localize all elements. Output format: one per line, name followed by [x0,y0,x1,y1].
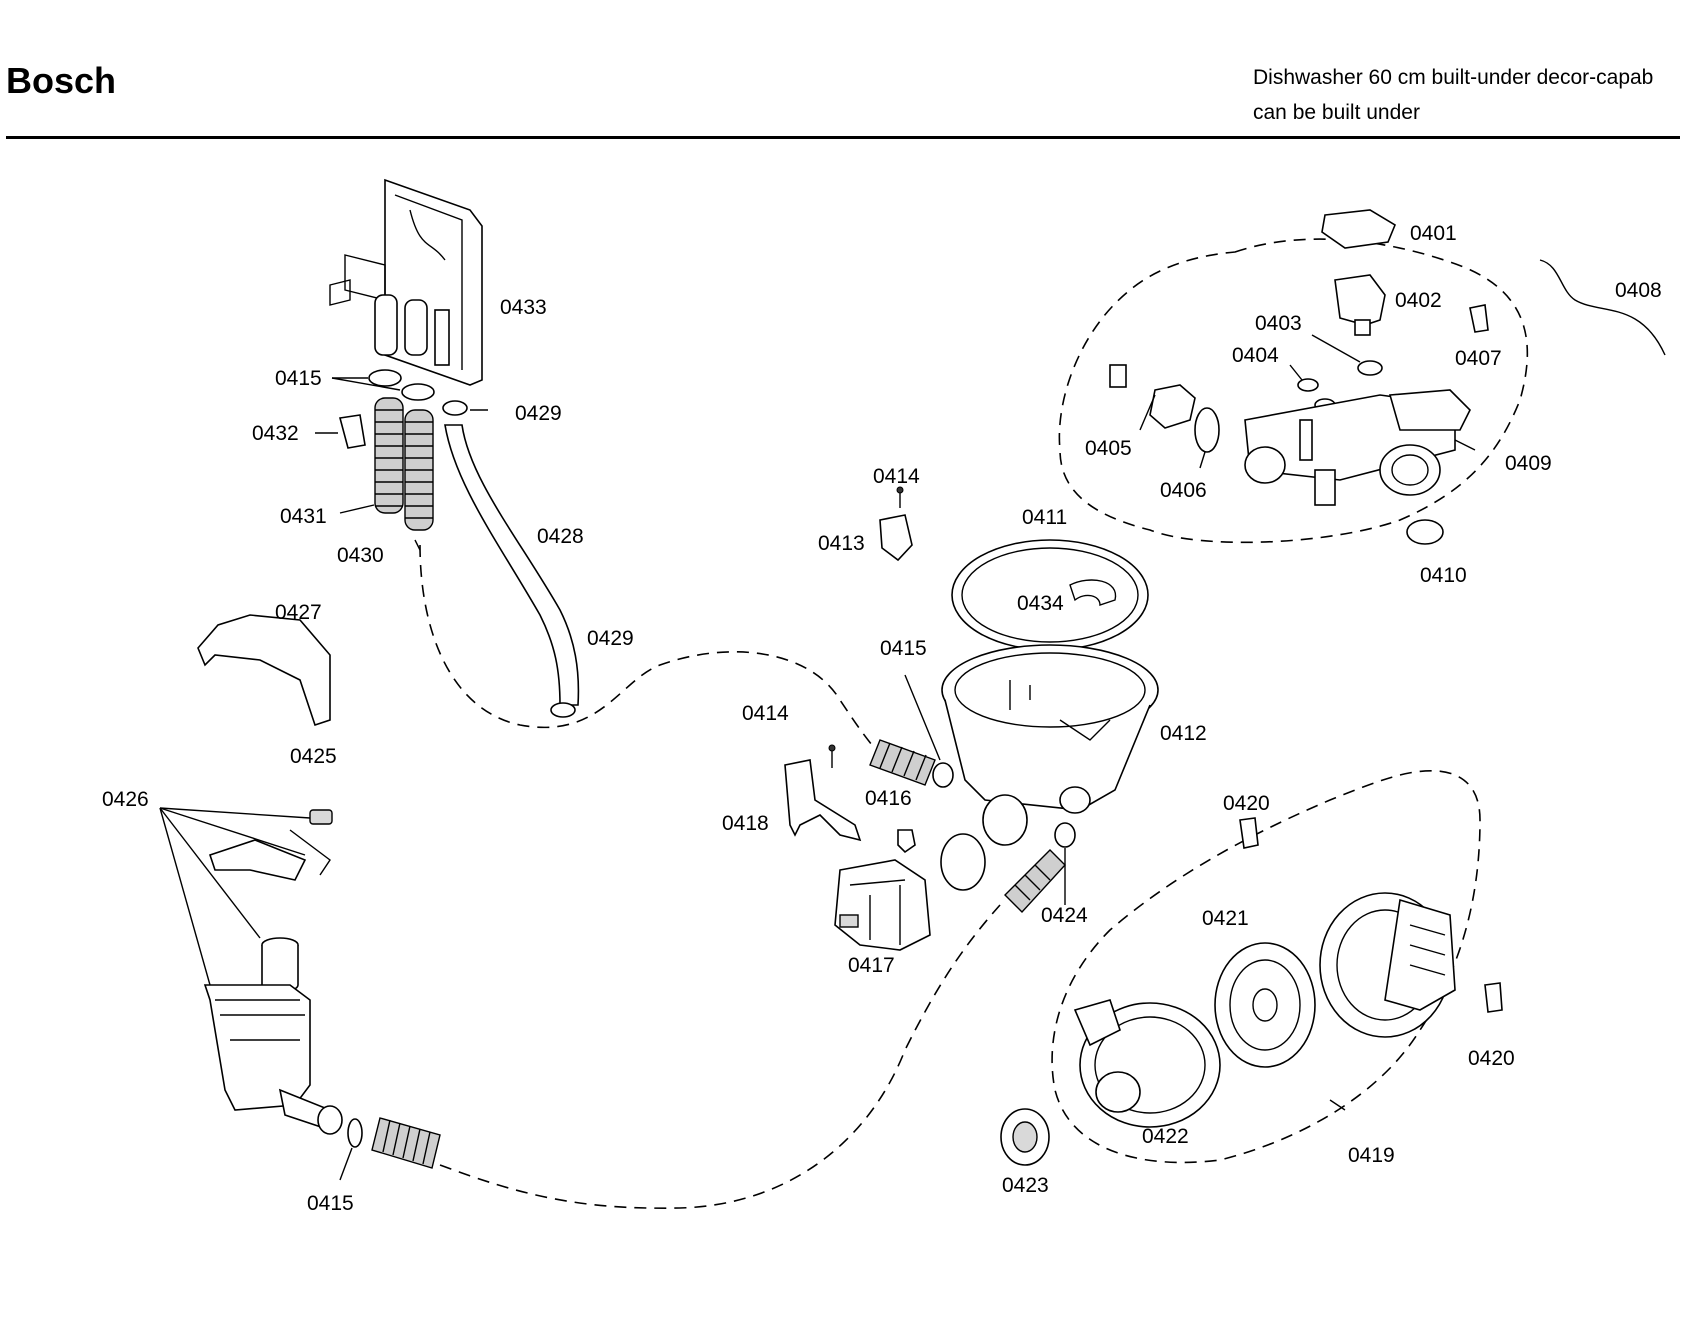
part-0424-clamp [1054,822,1076,848]
label-0419: 0419 [1348,1144,1395,1167]
label-0416: 0416 [865,787,912,810]
label-0406: 0406 [1160,479,1207,502]
part-0425-connector [309,809,333,825]
label-0402: 0402 [1395,289,1442,312]
part-0426-bracket [208,839,307,881]
part-0415-seal-bottom [347,1118,363,1148]
part-0411-filter-ring [951,539,1149,651]
part-0409-distributor [1244,389,1471,506]
part-0426-valve-body [203,984,343,1135]
label-0415-mid: 0415 [880,637,927,660]
part-0413-holder [879,514,913,562]
label-0414-top: 0414 [873,465,920,488]
label-0432: 0432 [252,422,299,445]
label-0408: 0408 [1615,279,1662,302]
part-0405-sensor [1109,364,1196,429]
part-0408-wire [1539,259,1666,356]
part-0412-sump [941,644,1159,846]
part-labels: 0401 0402 0403 0404 0405 0406 0407 0408 … [102,222,1662,1215]
label-0417: 0417 [848,954,895,977]
group-outline-0409 [1058,238,1529,544]
part-0415-seal-b [401,383,435,401]
label-0424: 0424 [1041,904,1088,927]
label-0431: 0431 [280,505,327,528]
part-0407-clip [1469,304,1489,333]
label-0409: 0409 [1505,452,1552,475]
part-0414-screw-top-head [896,486,904,494]
header-divider [6,136,1680,139]
part-0434-clip [1069,579,1117,606]
label-0415-top: 0415 [275,367,322,390]
part-0423-grommet [1000,1108,1050,1166]
leader-lines [159,334,1476,1181]
description-line-1: Dishwasher 60 cm built-under decor-capab [1253,66,1654,89]
part-0430-hose [404,409,434,531]
part-0417-valve [834,859,931,951]
part-0418-bracket [784,759,862,842]
label-0421: 0421 [1202,907,1249,930]
part-0422-drain-housing [1073,999,1221,1128]
hose-path-lower [439,904,1001,1209]
part-0426-spring [289,829,331,876]
part-0426-cylinder [261,937,299,993]
label-0411: 0411 [1022,506,1067,529]
label-0422: 0422 [1142,1125,1189,1148]
label-0418: 0418 [722,812,769,835]
part-0420-clip-right [1484,982,1503,1013]
part-0432-clip [338,414,366,449]
label-0420-right: 0420 [1468,1047,1515,1070]
part-0414-screw-mid-head [828,744,836,752]
part-0428-hose [444,424,580,706]
part-0416-clip [897,829,916,854]
label-0429-mid: 0429 [587,627,634,650]
part-0420-clip-top [1239,817,1259,849]
label-0425: 0425 [290,745,337,768]
part-0424-hose [1004,849,1066,914]
label-0426: 0426 [102,788,149,811]
label-0430: 0430 [337,544,384,567]
label-0434: 0434 [1017,592,1064,615]
part-0419-heater-pump [1319,892,1456,1038]
label-0413: 0413 [818,532,865,555]
label-0423: 0423 [1002,1174,1049,1197]
label-0407: 0407 [1455,347,1502,370]
label-0405: 0405 [1085,437,1132,460]
label-0404: 0404 [1232,344,1279,367]
part-0429-clamp-mid [550,702,576,718]
part-0415-seal-mid [932,762,954,788]
part-0415-hose-bottom [371,1117,441,1169]
part-0429-clamp-top [442,400,468,416]
label-0414-mid: 0414 [742,702,789,725]
part-0433-inlet-block [329,178,483,386]
part-0416-gasket [940,833,986,891]
leader-0430 [414,539,421,551]
label-0433: 0433 [500,296,547,319]
part-0406-oring [1194,407,1220,453]
part-0415-seal-a [368,369,402,387]
description-line-2: can be built under [1253,101,1420,124]
part-0410-clamp [1406,519,1444,545]
brand-title: Bosch [6,60,117,101]
part-0402-valve [1334,274,1386,336]
label-0420-top: 0420 [1223,792,1270,815]
part-0427-cover [197,614,331,727]
part-0404-seal-a [1297,378,1319,392]
label-0427: 0427 [275,601,322,624]
label-0428: 0428 [537,525,584,548]
label-0429-top: 0429 [515,402,562,425]
label-0403: 0403 [1255,312,1302,335]
part-0421-impeller [1214,942,1316,1068]
model-description: Dishwasher 60 cm built-under decor-capab… [1253,60,1653,130]
label-0415-bottom: 0415 [307,1192,354,1215]
label-0410: 0410 [1420,564,1467,587]
part-0403-seal [1357,360,1383,376]
label-0412: 0412 [1160,722,1207,745]
label-0401: 0401 [1410,222,1457,245]
part-0415-hose-mid [869,739,936,786]
part-0401-cover [1321,209,1397,249]
part-0431-hose [374,397,404,514]
hose-path-upper [419,544,901,771]
